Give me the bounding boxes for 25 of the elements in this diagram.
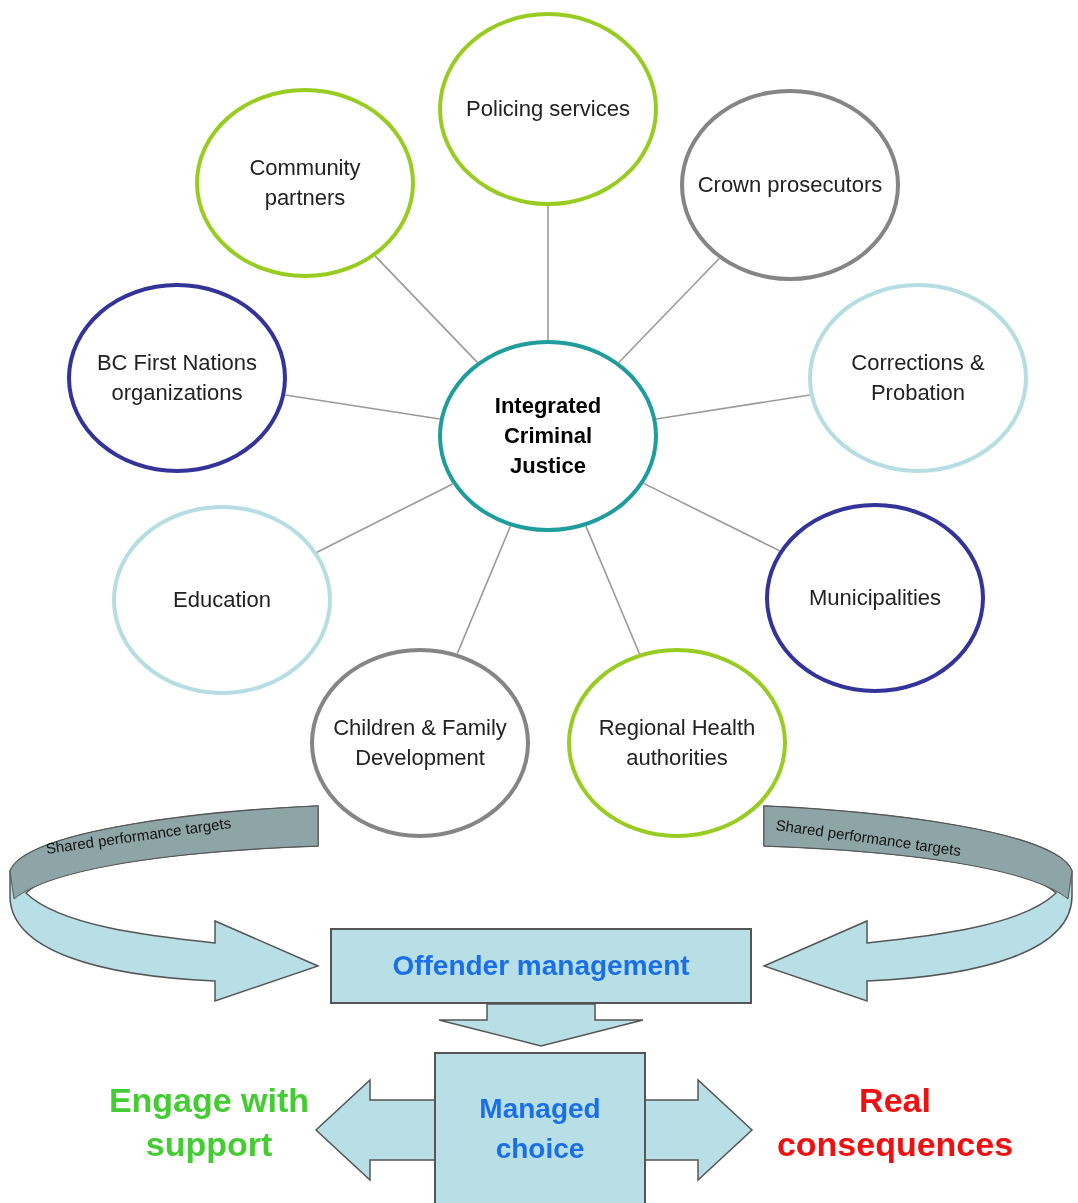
- edge-label: Shared performance targets: [44, 814, 233, 857]
- circle-label: Community partners: [248, 154, 362, 212]
- outcome-label: Engage with support: [107, 1079, 311, 1165]
- connector-line: [284, 394, 441, 420]
- block-arrow: [438, 1003, 644, 1047]
- box-label: Offender management: [392, 949, 690, 984]
- connector-line: [547, 205, 549, 341]
- circle-label: Crown prosecutors: [696, 171, 884, 200]
- circle-label: BC First Nations organizations: [95, 349, 259, 407]
- circle-label: Children & Family Development: [332, 714, 508, 772]
- circle-label: Education: [172, 586, 272, 615]
- edge-label: Shared performance targets: [774, 816, 963, 859]
- circle-label: Corrections & Probation: [850, 349, 986, 407]
- circle-label: Integrated Criminal Justice: [493, 392, 603, 480]
- box-label: Managed choice: [478, 1092, 602, 1166]
- circle-label: Policing services: [465, 95, 631, 124]
- block-arrow: [314, 1078, 435, 1182]
- process-box: [330, 928, 752, 1004]
- connector-line: [655, 394, 811, 420]
- process-box: [434, 1052, 646, 1203]
- circle-label: Regional Health authorities: [597, 714, 757, 772]
- block-arrow: [645, 1078, 754, 1182]
- connector-line: [316, 483, 454, 553]
- outcome-label: Real consequences: [775, 1079, 1015, 1165]
- circle-label: Municipalities: [807, 584, 943, 613]
